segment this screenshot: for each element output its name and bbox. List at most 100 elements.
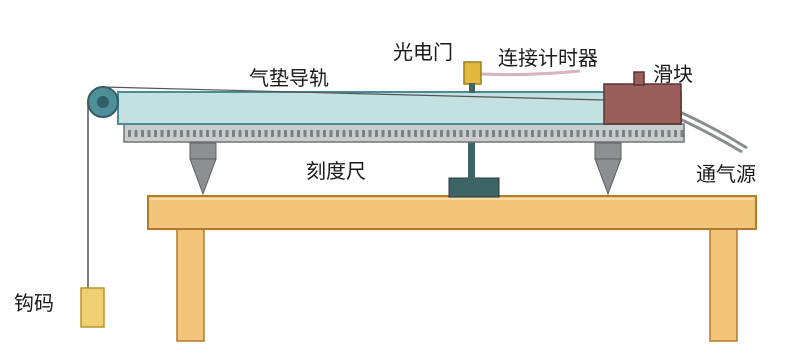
scale-tick — [186, 130, 190, 137]
pulley — [87, 86, 119, 118]
scale-tick — [615, 130, 619, 137]
scale-tick — [225, 130, 229, 137]
scale-tick — [336, 130, 339, 137]
scale-tick — [329, 130, 333, 137]
scale-tick — [303, 130, 307, 137]
scale-tick — [472, 130, 476, 137]
scale-tick — [440, 130, 443, 137]
scale-tick — [232, 130, 235, 137]
scale-tick — [407, 130, 411, 137]
scale-tick — [219, 130, 222, 137]
scale-tick — [648, 130, 651, 137]
scale-tick — [563, 130, 567, 137]
scale-tick — [258, 130, 261, 137]
scale-tick — [349, 130, 352, 137]
scale-tick — [596, 130, 599, 137]
hook-weight — [80, 287, 105, 328]
scale-tick — [680, 130, 684, 137]
scale-tick — [199, 130, 203, 137]
scale-tick — [414, 130, 417, 137]
scale-tick — [394, 130, 398, 137]
scale-tick — [401, 130, 404, 137]
scale-tick — [355, 130, 359, 137]
right-foot — [594, 158, 622, 196]
table-top — [147, 195, 757, 230]
scale-tick — [492, 130, 495, 137]
scale-tick — [238, 130, 242, 137]
scale-tick — [674, 130, 677, 137]
air-track — [117, 91, 682, 125]
scale-tick — [628, 130, 632, 137]
scale-tick — [576, 130, 580, 137]
scale-tick — [459, 130, 463, 137]
scale-tick — [485, 130, 489, 137]
slider-label: 滑块 — [653, 62, 693, 86]
table — [147, 195, 757, 342]
scale-tick — [557, 130, 560, 137]
scale-tick — [498, 130, 502, 137]
scale-tick — [420, 130, 424, 137]
scale-tick — [290, 130, 294, 137]
scale-tick — [661, 130, 664, 137]
timer-wire — [479, 69, 581, 77]
scale-tick — [635, 130, 638, 137]
scale-tick — [212, 130, 216, 137]
scale-tick — [264, 130, 268, 137]
scale-tick — [609, 130, 612, 137]
scale-tick — [147, 130, 151, 137]
scale-tick — [433, 130, 437, 137]
scale-label: 刻度尺 — [306, 159, 366, 183]
scale-tick — [134, 130, 138, 137]
scale-tick — [505, 130, 508, 137]
scale-tick — [160, 130, 164, 137]
table-left-leg — [176, 225, 205, 342]
scale-tick — [446, 130, 450, 137]
scale-tick — [284, 130, 287, 137]
scale-tick — [622, 130, 625, 137]
photogate-label: 光电门 — [393, 40, 453, 64]
scale-tick — [537, 130, 541, 137]
scale-tick — [583, 130, 586, 137]
scale-tick — [193, 130, 196, 137]
scale-tick — [173, 130, 177, 137]
photogate — [463, 61, 482, 85]
string-horizontal — [102, 86, 605, 101]
photogate-stand — [448, 140, 500, 198]
scale-tick — [518, 130, 521, 137]
scale-tick — [531, 130, 534, 137]
timer-label: 连接计时器 — [498, 46, 598, 70]
slider-block — [603, 71, 682, 125]
scale-tick — [316, 130, 320, 137]
stand-post — [468, 140, 475, 180]
scale-ticks — [128, 130, 684, 137]
scale-tick — [323, 130, 326, 137]
scale-tick — [550, 130, 554, 137]
stand-base — [448, 177, 500, 198]
scale-tick — [524, 130, 528, 137]
scale-tick — [570, 130, 573, 137]
left-foot — [189, 158, 217, 196]
scale-tick — [277, 130, 281, 137]
scale-tick — [654, 130, 658, 137]
scale-tick — [154, 130, 157, 137]
hook-weight-label: 钩码 — [14, 291, 54, 315]
scale-tick — [167, 130, 170, 137]
scale-tick — [375, 130, 378, 137]
scale-tick — [453, 130, 456, 137]
scale-tick — [466, 130, 469, 137]
scale-tick — [427, 130, 430, 137]
scale-tick — [310, 130, 313, 137]
scale-tick — [141, 130, 144, 137]
support-feet — [189, 142, 622, 196]
table-right-leg — [709, 225, 738, 342]
scale-tick — [128, 130, 131, 137]
scale-tick — [511, 130, 515, 137]
air-hose — [679, 110, 748, 154]
scale-tick — [362, 130, 365, 137]
scale-tick — [602, 130, 606, 137]
scale-tick — [641, 130, 645, 137]
scale-tick — [667, 130, 671, 137]
scale-tick — [271, 130, 274, 137]
